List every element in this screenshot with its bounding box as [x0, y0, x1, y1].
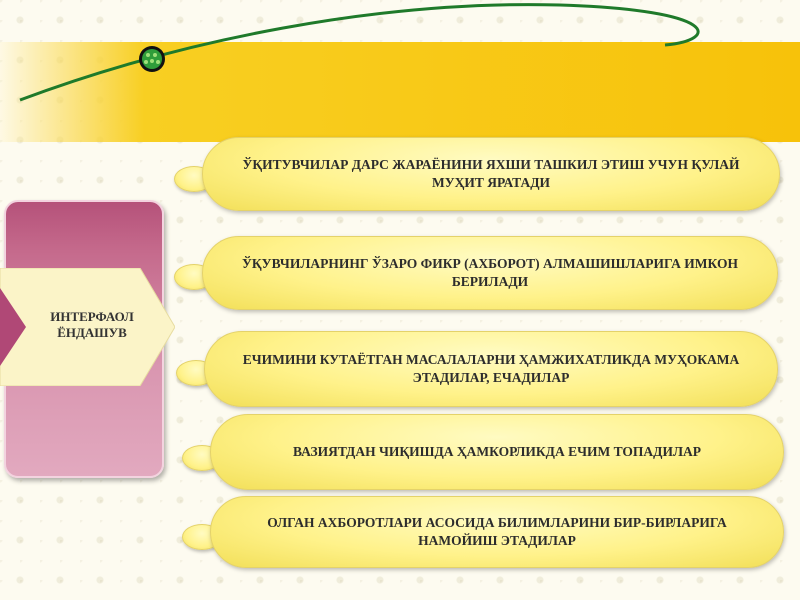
bubble: ВАЗИЯТДАН ЧИҚИШДА ҲАМКОРЛИКДА ЕЧИМ ТОПАД… [210, 414, 784, 490]
bubble: ЎҚУВЧИЛАРНИНГ ЎЗАРО ФИКР (АХБОРОТ) АЛМАШ… [202, 236, 778, 310]
header-banner [0, 42, 800, 142]
bubble: ЕЧИМИНИ КУТАЁТГАН МАСАЛАЛАРНИ ҲАМЖИХАТЛИ… [204, 331, 778, 407]
decorative-curve [19, 3, 700, 102]
bubble-text: ЕЧИМИНИ КУТАЁТГАН МАСАЛАЛАРНИ ҲАМЖИХАТЛИ… [242, 352, 740, 385]
bubble: ЎҚИТУВЧИЛАР ДАРС ЖАРАЁНИНИ ЯХШИ ТАШКИЛ Э… [202, 137, 780, 211]
bubble: ОЛГАН АХБОРОТЛАРИ АСОСИДА БИЛИМЛАРИНИ БИ… [210, 496, 784, 568]
bubble-text: ВАЗИЯТДАН ЧИҚИШДА ҲАМКОРЛИКДА ЕЧИМ ТОПАД… [292, 444, 702, 459]
center-pointer [0, 268, 175, 386]
bubble-text: ЎҚИТУВЧИЛАР ДАРС ЖАРАЁНИНИ ЯХШИ ТАШКИЛ Э… [242, 157, 740, 190]
decorative-ball-icon [139, 46, 165, 72]
bubble-text: ЎҚУВЧИЛАРНИНГ ЎЗАРО ФИКР (АХБОРОТ) АЛМАШ… [241, 256, 738, 289]
bubble-text: ОЛГАН АХБОРОТЛАРИ АСОСИДА БИЛИМЛАРИНИ БИ… [267, 515, 727, 548]
center-label: ИНТЕРФАОЛ ЁНДАШУВ [50, 309, 134, 340]
